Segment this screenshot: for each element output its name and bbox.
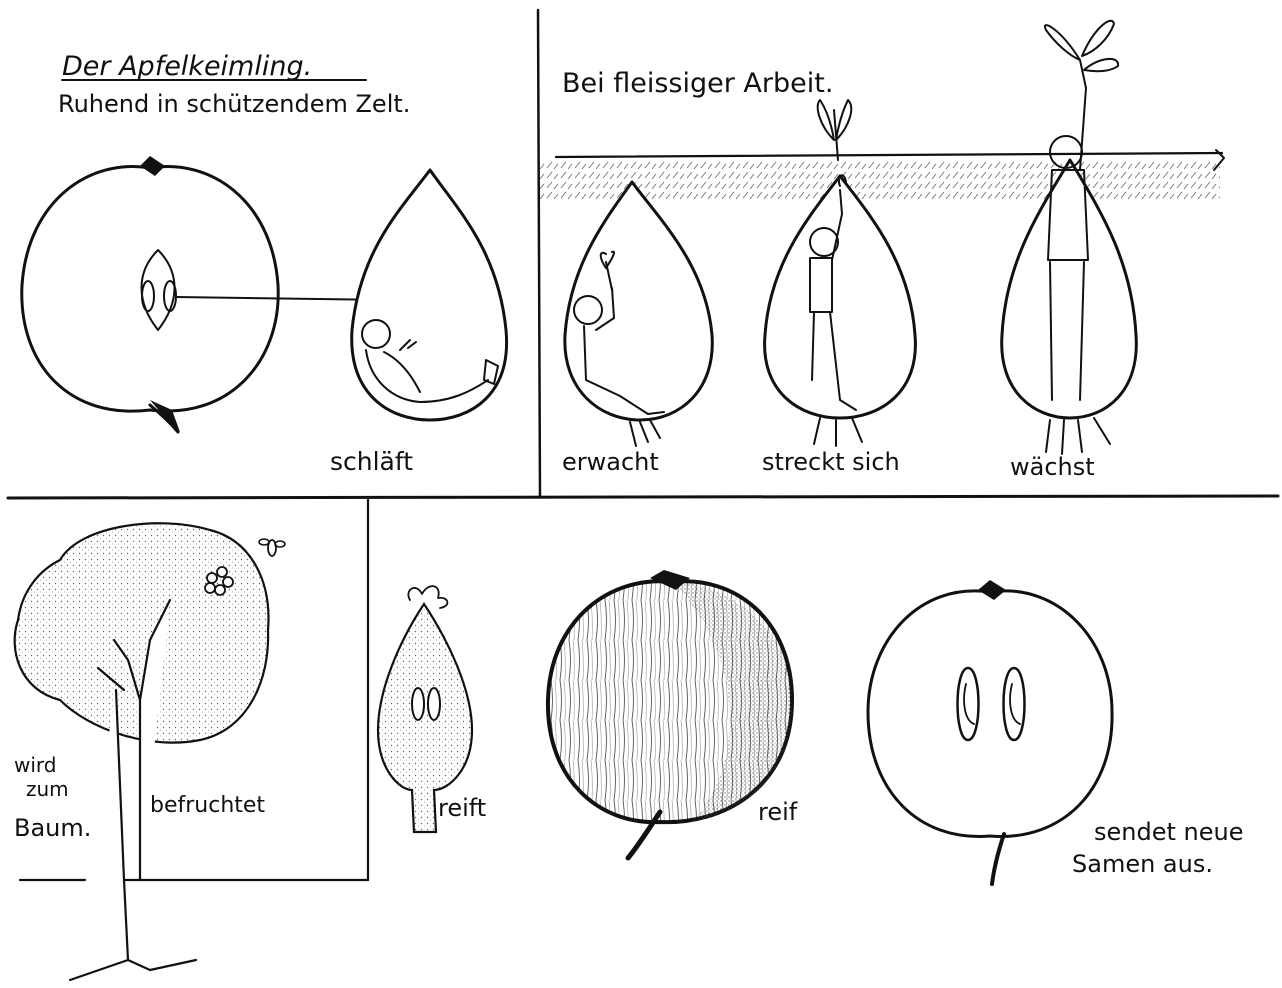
panel-hard-work: Bei fleissiger Arbeit. erwacht bbox=[540, 21, 1224, 481]
panel-1-title: Der Apfelkeimling. bbox=[62, 51, 312, 82]
apple-cross-section bbox=[22, 156, 390, 432]
ripe-apple: reif bbox=[548, 570, 798, 858]
label-stretches: streckt sich bbox=[762, 448, 900, 476]
label-wakes: erwacht bbox=[562, 448, 659, 476]
label-sends-line-1: sendet neue bbox=[1094, 818, 1243, 846]
label-tree-line-3: Baum. bbox=[14, 814, 91, 842]
seed-sleeping: schläft bbox=[330, 170, 507, 476]
bee-icon bbox=[259, 539, 285, 556]
seed-wakes: erwacht bbox=[562, 182, 712, 476]
panel-2-title: Bei fleissiger Arbeit. bbox=[562, 68, 833, 99]
label-ripe: reif bbox=[758, 798, 798, 826]
label-grows: wächst bbox=[1010, 453, 1095, 481]
vertical-divider-top bbox=[538, 10, 540, 496]
label-tree-line-2: zum bbox=[26, 777, 69, 801]
label-sends-line-2: Samen aus. bbox=[1072, 850, 1213, 878]
label-ripens: reift bbox=[438, 794, 486, 822]
label-tree-line-1: wird bbox=[14, 753, 56, 777]
seed-grows: wächst bbox=[1002, 21, 1137, 481]
panel-tree: wird zum Baum. befruchtet bbox=[14, 523, 285, 980]
horizontal-divider bbox=[8, 496, 1278, 498]
young-fruit: reift bbox=[378, 586, 486, 832]
apple-new-seeds: sendet neue Samen aus. bbox=[868, 580, 1243, 884]
panel-dormant-seedling: Der Apfelkeimling. Ruhend in schützendem… bbox=[22, 51, 507, 476]
label-fertilized: befruchtet bbox=[150, 793, 265, 818]
label-sleeps: schläft bbox=[330, 447, 413, 476]
panel-1-subtitle: Ruhend in schützendem Zelt. bbox=[58, 90, 410, 118]
ground-surface bbox=[540, 150, 1224, 200]
panel-ripening: reift reif sendet neue Samen aus. bbox=[378, 570, 1243, 884]
